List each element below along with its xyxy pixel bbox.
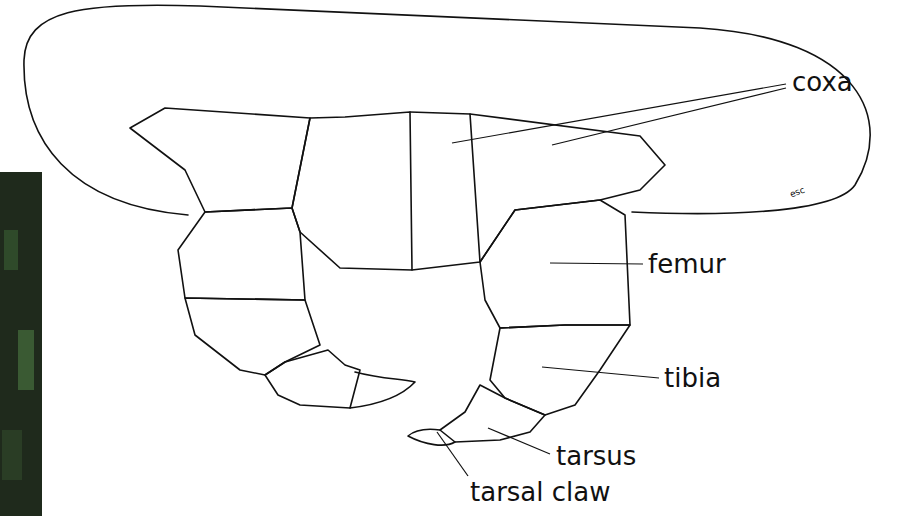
coxa-left-outer bbox=[130, 108, 310, 212]
leader-line bbox=[452, 84, 786, 143]
photo-strip bbox=[0, 172, 42, 516]
part-label: tarsus bbox=[556, 442, 636, 471]
signature: esc bbox=[789, 186, 807, 200]
coxa-right-outer bbox=[470, 114, 665, 262]
femur-left bbox=[178, 208, 305, 300]
leader-line bbox=[550, 263, 643, 264]
tarsus-right bbox=[440, 385, 545, 442]
part-label: tarsal claw bbox=[470, 478, 611, 507]
leader-line bbox=[488, 428, 550, 454]
leader-line bbox=[552, 88, 786, 145]
coxa-right-inner bbox=[410, 112, 480, 270]
leader-line bbox=[437, 432, 468, 476]
part-label: tibia bbox=[664, 364, 721, 393]
tarsal-claw-left bbox=[350, 372, 415, 408]
tarsus-left bbox=[265, 350, 360, 408]
tibia-left bbox=[185, 298, 320, 375]
part-label: femur bbox=[648, 250, 726, 279]
leader-line bbox=[542, 367, 659, 378]
body-outline bbox=[24, 5, 870, 215]
part-label: coxa bbox=[792, 68, 853, 97]
tibia-right bbox=[490, 325, 630, 415]
leader-lines bbox=[437, 84, 786, 476]
coxa-left-inner bbox=[292, 112, 412, 270]
tarsal-claw-right bbox=[408, 429, 455, 445]
